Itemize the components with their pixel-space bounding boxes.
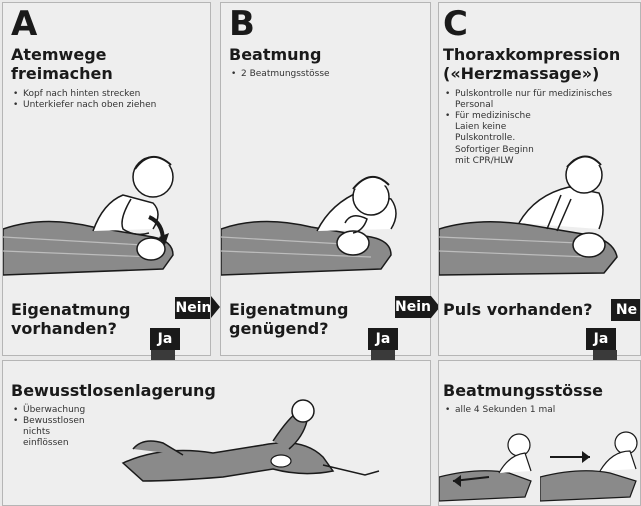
- panel-b-title: Beatmung: [229, 45, 321, 64]
- panel-a-question-line1: Eigenatmung: [11, 300, 130, 319]
- ja-label-a: Ja: [150, 328, 180, 350]
- nein-label-a: Nein: [175, 297, 211, 319]
- breaths-illustration-left: [439, 427, 537, 506]
- panel-b-question-line1: Eigenatmung: [229, 300, 348, 319]
- nein-label-b: Nein: [395, 296, 431, 318]
- panel-a-question-line2: vorhanden?: [11, 319, 117, 338]
- ja-label-c: Ja: [586, 328, 616, 350]
- bullet-item: 2 Beatmungsstösse: [231, 69, 421, 80]
- bullet-item: Überwachung: [13, 405, 83, 416]
- bullet-item: Unterkiefer nach oben ziehen: [13, 100, 203, 111]
- panel-b-bullets: 2 Beatmungsstösse: [231, 69, 421, 80]
- step-letter-b: B: [229, 7, 255, 41]
- panel-breaths: Beatmungsstösse alle 4 Sekunden 1 mal: [438, 360, 641, 506]
- airway-illustration: [3, 133, 211, 283]
- breaths-bullets: alle 4 Sekunden 1 mal: [445, 405, 635, 416]
- panel-c-question: Puls vorhanden?: [443, 300, 593, 319]
- breaths-title: Beatmungsstösse: [443, 381, 603, 400]
- panel-a-bullets: Kopf nach hinten strecken Unterkiefer na…: [13, 89, 203, 111]
- panel-a-airway: A Atemwege freimachen Kopf nach hinten s…: [2, 2, 211, 356]
- recovery-bullets: Überwachung Bewusstlosen nichts einflöss…: [13, 405, 83, 449]
- bullet-item: alle 4 Sekunden 1 mal: [445, 405, 635, 416]
- panel-c-compression: C Thoraxkompression («Herzmassage») Puls…: [438, 2, 641, 356]
- arrow-right-a-to-b: [211, 296, 220, 318]
- breaths-illustration-right: [540, 427, 640, 506]
- step-letter-c: C: [443, 7, 468, 41]
- panel-recovery-position: Bewusstlosenlagerung Überwachung Bewusst…: [2, 360, 431, 506]
- bullet-item: Pulskontrolle nur für medizinisches Pers…: [445, 89, 640, 111]
- panel-b-question-line2: genügend?: [229, 319, 329, 338]
- step-letter-a: A: [11, 7, 37, 41]
- recovery-position-illustration: [103, 397, 403, 497]
- panel-a-title-line1: Atemwege: [11, 45, 107, 64]
- ventilation-illustration: [221, 133, 431, 283]
- bullet-item: Kopf nach hinten strecken: [13, 89, 203, 100]
- panel-a-title-line2: freimachen: [11, 64, 113, 83]
- compression-illustration: [439, 133, 641, 283]
- ja-label-b: Ja: [368, 328, 398, 350]
- panel-c-title-line1: Thoraxkompression: [443, 45, 620, 64]
- bullet-item: Bewusstlosen nichts einflössen: [13, 416, 71, 449]
- panel-c-title-line2: («Herzmassage»): [443, 64, 599, 83]
- ne-label-c: Ne: [611, 299, 641, 321]
